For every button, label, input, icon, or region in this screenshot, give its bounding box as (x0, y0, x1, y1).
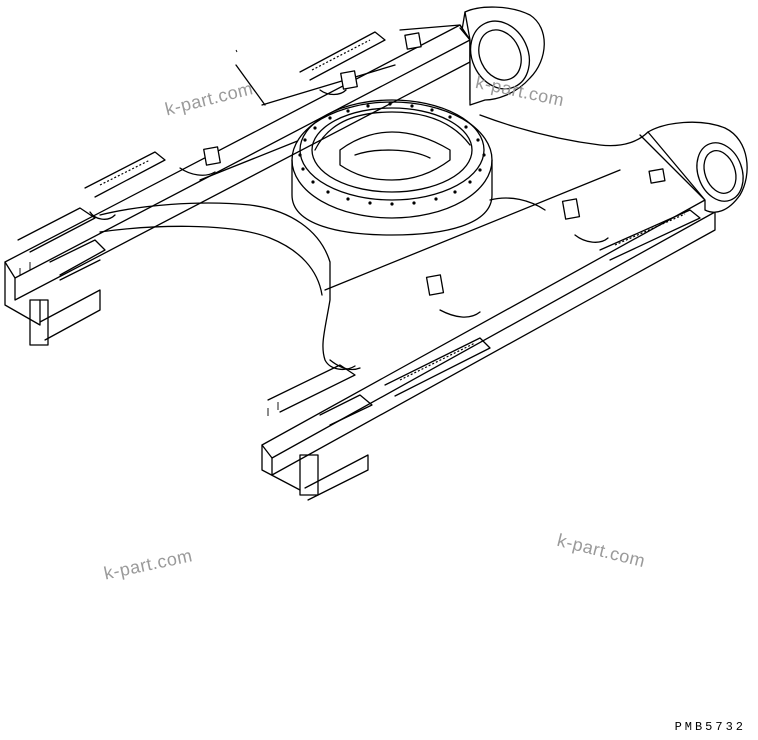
drawing-reference-code: PMB5732 (674, 720, 746, 734)
detail-ticks (19, 49, 279, 416)
left-track-frame (4, 24, 471, 346)
right-idler-yoke (647, 121, 748, 213)
center-body (99, 64, 649, 371)
swing-circle (291, 99, 493, 236)
left-idler-yoke (461, 6, 545, 106)
